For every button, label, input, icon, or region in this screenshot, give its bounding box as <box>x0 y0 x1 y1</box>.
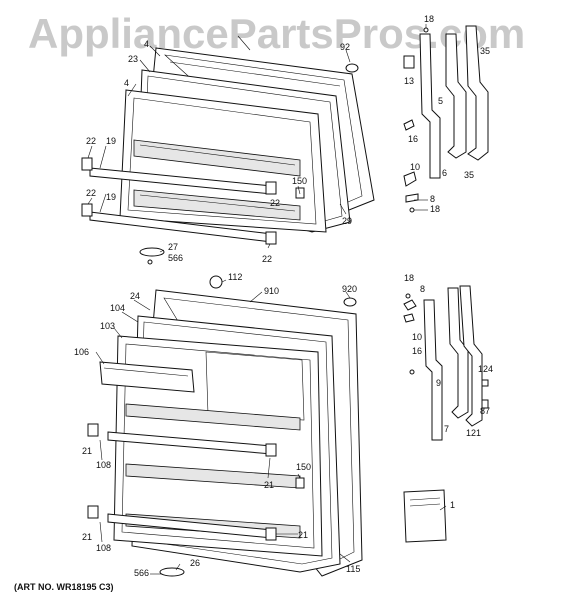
callout-16: 16 <box>408 134 418 144</box>
callout-566: 566 <box>168 253 183 263</box>
callout-24: 24 <box>130 291 140 301</box>
shelf-end-cap <box>265 527 277 541</box>
callout-7: 7 <box>444 424 449 434</box>
callout-26: 26 <box>190 558 200 568</box>
callout-10: 10 <box>410 162 420 172</box>
shelf-end-cap <box>87 423 99 437</box>
handle-trim <box>447 287 469 419</box>
callout-4: 4 <box>144 39 149 49</box>
freezer-handle-parts <box>403 25 489 213</box>
callout-87: 87 <box>480 406 490 416</box>
callout-27: 27 <box>168 242 178 252</box>
hinge-pin-bracket <box>139 247 165 257</box>
leader-lines <box>87 24 447 575</box>
callout-21: 21 <box>82 532 92 542</box>
callout-150: 150 <box>292 176 307 186</box>
callout-8: 8 <box>430 194 435 204</box>
callout-21: 21 <box>298 530 308 540</box>
shelf-end-cap <box>81 157 93 171</box>
plug-button <box>343 297 357 307</box>
callout-16: 16 <box>412 346 422 356</box>
callout-920: 920 <box>342 284 357 294</box>
callout-21: 21 <box>264 480 274 490</box>
plug-button <box>209 275 223 289</box>
callout-19: 19 <box>106 136 116 146</box>
handle-trim-outer <box>465 25 489 161</box>
shelf-end-cap <box>265 443 277 457</box>
handle-trim <box>445 33 467 159</box>
hinge-pin-bracket <box>159 567 185 577</box>
callout-29: 29 <box>342 216 352 226</box>
shelf-end-cap <box>265 181 277 195</box>
callout-910: 910 <box>264 286 279 296</box>
callout-121: 121 <box>466 428 481 438</box>
handle-bar <box>419 33 441 179</box>
dairy-compartment-door <box>99 361 195 393</box>
callout-103: 103 <box>100 321 115 331</box>
callout-22: 22 <box>262 254 272 264</box>
callout-23: 23 <box>128 54 138 64</box>
callout-150: 150 <box>296 462 311 472</box>
handle-cap <box>403 55 415 69</box>
callout-22: 22 <box>86 136 96 146</box>
callout-35: 35 <box>480 46 490 56</box>
callout-13: 13 <box>404 76 414 86</box>
callout-18: 18 <box>404 273 414 283</box>
callout-106: 106 <box>74 347 89 357</box>
callout-6: 6 <box>442 168 447 178</box>
callout-104: 104 <box>110 303 125 313</box>
callout-9: 9 <box>436 378 441 388</box>
watermark-logo: AppliancePartsPros.com <box>28 10 526 57</box>
callout-18: 18 <box>430 204 440 214</box>
freezer-door-assembly <box>81 47 375 265</box>
door-stop-part <box>295 477 305 489</box>
callout-112: 112 <box>228 272 242 282</box>
plug-button <box>345 63 359 73</box>
callout-10: 10 <box>412 332 422 342</box>
callout-labels: 18 92 4 23 35 13 4 5 16 10 6 35 22 19 15… <box>74 14 493 578</box>
fresh-food-door-assembly <box>87 275 363 577</box>
callout-1: 1 <box>450 500 455 510</box>
art-number: (ART NO. WR18195 C3) <box>14 582 114 592</box>
callout-22: 22 <box>270 198 280 208</box>
callout-108: 108 <box>96 460 111 470</box>
shelf-end-cap <box>265 231 277 245</box>
handle-trim-outer <box>459 285 483 427</box>
callout-5: 5 <box>438 96 443 106</box>
callout-108: 108 <box>96 543 111 553</box>
callout-8: 8 <box>420 284 425 294</box>
callout-21: 21 <box>82 446 92 456</box>
owners-manual <box>403 489 447 543</box>
callout-566: 566 <box>134 568 149 578</box>
callout-4: 4 <box>124 78 129 88</box>
callout-18: 18 <box>424 14 434 24</box>
callout-115: 115 <box>346 564 360 574</box>
fresh-food-handle-parts <box>403 285 489 543</box>
shelf-end-cap <box>81 203 93 217</box>
callout-22: 22 <box>86 188 96 198</box>
callout-124: 124 <box>478 364 493 374</box>
handle-bar <box>423 299 443 441</box>
callout-35: 35 <box>464 170 474 180</box>
callout-19: 19 <box>106 192 116 202</box>
callout-92: 92 <box>340 42 350 52</box>
shelf-end-cap <box>87 505 99 519</box>
